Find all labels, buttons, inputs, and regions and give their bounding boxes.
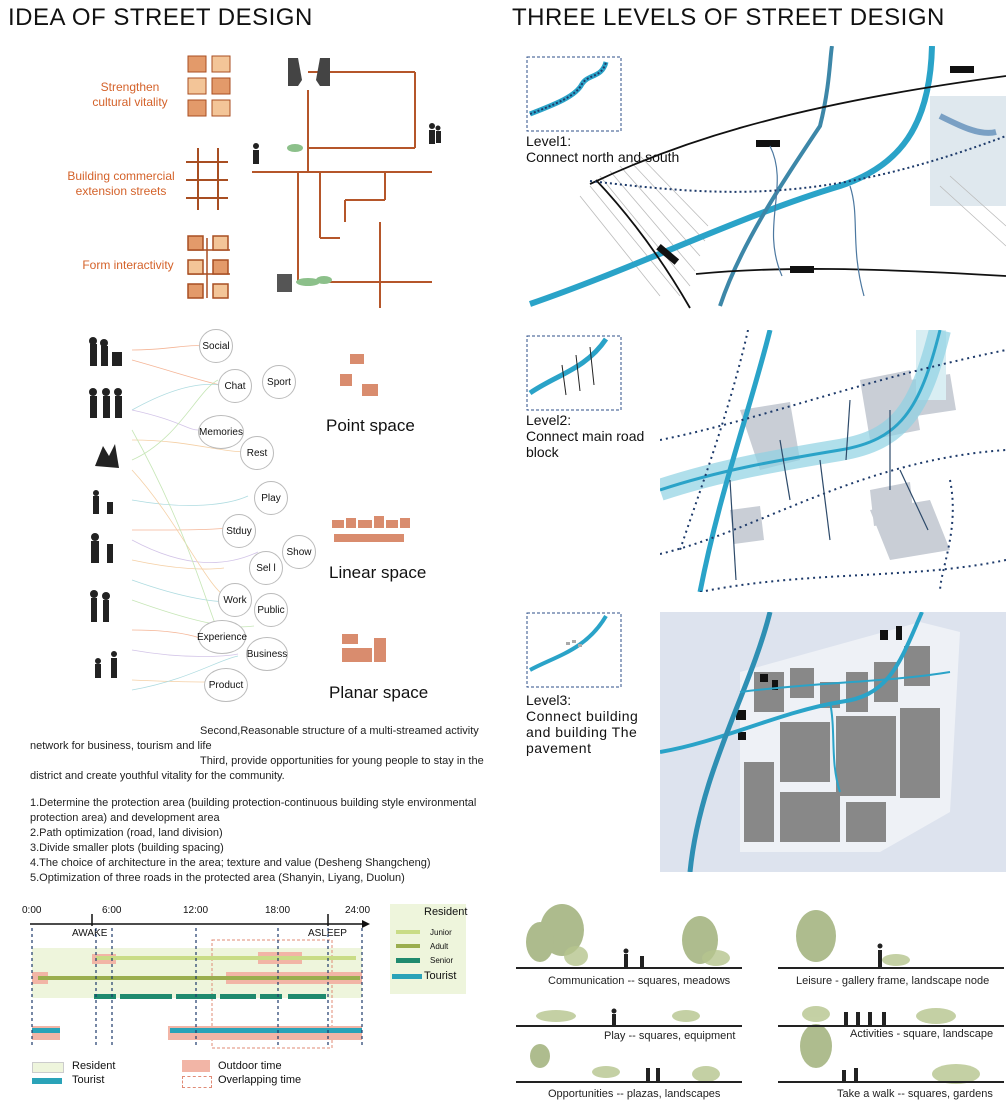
tick-24: 24:00 [345,905,371,916]
interactivity-icon [187,235,230,299]
activity-social: Social [199,329,233,363]
planar-space-icon [342,634,386,662]
third-point: Third, provide opportunities for young p… [30,755,484,782]
legend-adult-swatch [396,944,420,948]
building-icon [277,274,292,292]
legend-outdoor-swatch [182,1060,210,1072]
level2-map [660,330,1006,592]
legend-bottom-tourist-swatch [32,1078,62,1084]
level3-river [660,612,924,754]
tick-0: 0:00 [22,905,42,916]
resident-legend-box [390,904,466,994]
scene-walk: Take a walk -- squares, gardens [837,1088,993,1100]
level2-desc: Connect main road block [526,428,645,460]
space-icons [332,354,410,662]
adult-bars [38,976,360,980]
senior-bars [94,994,326,999]
legend-senior: Senior [430,956,454,965]
tick-18: 18:00 [265,905,291,916]
people-silhouettes [89,337,122,678]
legend-outdoor: Outdoor time [218,1060,282,1072]
point-space-icon [340,354,378,396]
point-space-label: Point space [326,416,415,435]
legend-tourist: Tourist [424,970,457,982]
legend-bottom-tourist: Tourist [72,1074,105,1086]
awake-label: AWAKE [72,928,108,939]
planar-space-label: Planar space [329,683,429,702]
legend-bottom-resident-swatch [32,1062,64,1073]
scene-communication: Communication -- squares, meadows [548,975,731,987]
scenes-illustrations [516,904,1004,1084]
level3-map [660,612,1006,872]
legend-junior-swatch [396,930,420,934]
activity-play: Play [254,481,288,515]
activity-sell: Sel l [249,551,283,585]
level1-river [529,46,935,307]
list-item: 2.Path optimization (road, land division… [30,827,223,839]
legend-resident: Resident [424,906,468,918]
asleep-label: ASLEEP [308,928,347,939]
level3-title: Level3: [526,692,572,708]
level1-inset [526,56,622,132]
daily-timeline-chart [30,914,370,1049]
junior-bars [96,956,356,960]
scene-leisure: Leisure - gallery frame, landscape node [796,975,990,987]
gate-building-icon [288,58,302,86]
scene-activities: Activities - square, landscape [850,1028,994,1040]
level1-map [529,46,1006,309]
list-item: 5.Optimization of three roads in the pro… [30,872,405,884]
level1-title: Level1: [526,133,572,149]
level3-inset [526,612,622,688]
level2-street [660,330,942,492]
people-icon [253,123,441,164]
idea-label-commercial: Building commercial extension streets [67,169,175,198]
linear-space-label: Linear space [329,563,427,582]
strategy-text: Second,Reasonable structure of a multi-s… [30,724,490,886]
scene-opportunities: Opportunities -- plazas, landscapes [548,1088,721,1100]
legend-senior-swatch [396,958,420,963]
plants-icon [287,144,332,286]
commercial-grid-icon [186,148,228,210]
tick-6: 6:00 [102,905,122,916]
legend-overlap: Overlapping time [218,1074,302,1086]
legend-overlap-swatch [182,1076,212,1088]
second-point: Second,Reasonable structure of a multi-s… [30,725,479,752]
activity-public: Public [254,593,288,627]
legend-tourist-swatch [392,974,422,979]
activity-product: Product [204,668,248,702]
level2-title: Level2: [526,412,572,428]
right-heading: THREE LEVELS OF STREET DESIGN [512,4,945,31]
activity-show: Show [282,535,316,569]
activity-experience: Experience [197,620,247,654]
tourist-bars [32,1028,362,1033]
legend-junior: Junior [430,928,452,937]
legend-bottom-resident: Resident [72,1060,116,1072]
activity-study: Stduy [222,514,256,548]
scene-play: Play -- squares, equipment [604,1030,736,1042]
street-network-lines [252,71,432,308]
legend-adult: Adult [430,942,449,951]
list-item: 3.Divide smaller plots (building spacing… [30,842,224,854]
level3-desc: Connect building and building The paveme… [526,708,639,756]
activity-memories: Memories [198,415,244,449]
left-heading: IDEA OF STREET DESIGN [8,4,313,31]
list-item: 4.The choice of architecture in the area… [30,857,431,869]
activity-chat: Chat [218,369,252,403]
linear-space-icon [332,516,410,542]
idea-label-interactivity: Form interactivity [82,258,174,272]
tick-12: 12:00 [183,905,209,916]
cultural-squares-icon [187,55,231,117]
activity-rest: Rest [240,436,274,470]
idea-label-cultural: Strengthen cultural vitality [92,80,168,109]
list-item: 1.Determine the protection area (buildin… [30,797,477,824]
activity-business: Business [246,637,288,671]
idea-diagram [186,55,441,308]
activity-sport: Sport [262,365,296,399]
level2-inset [526,335,622,411]
activity-work: Work [218,583,252,617]
